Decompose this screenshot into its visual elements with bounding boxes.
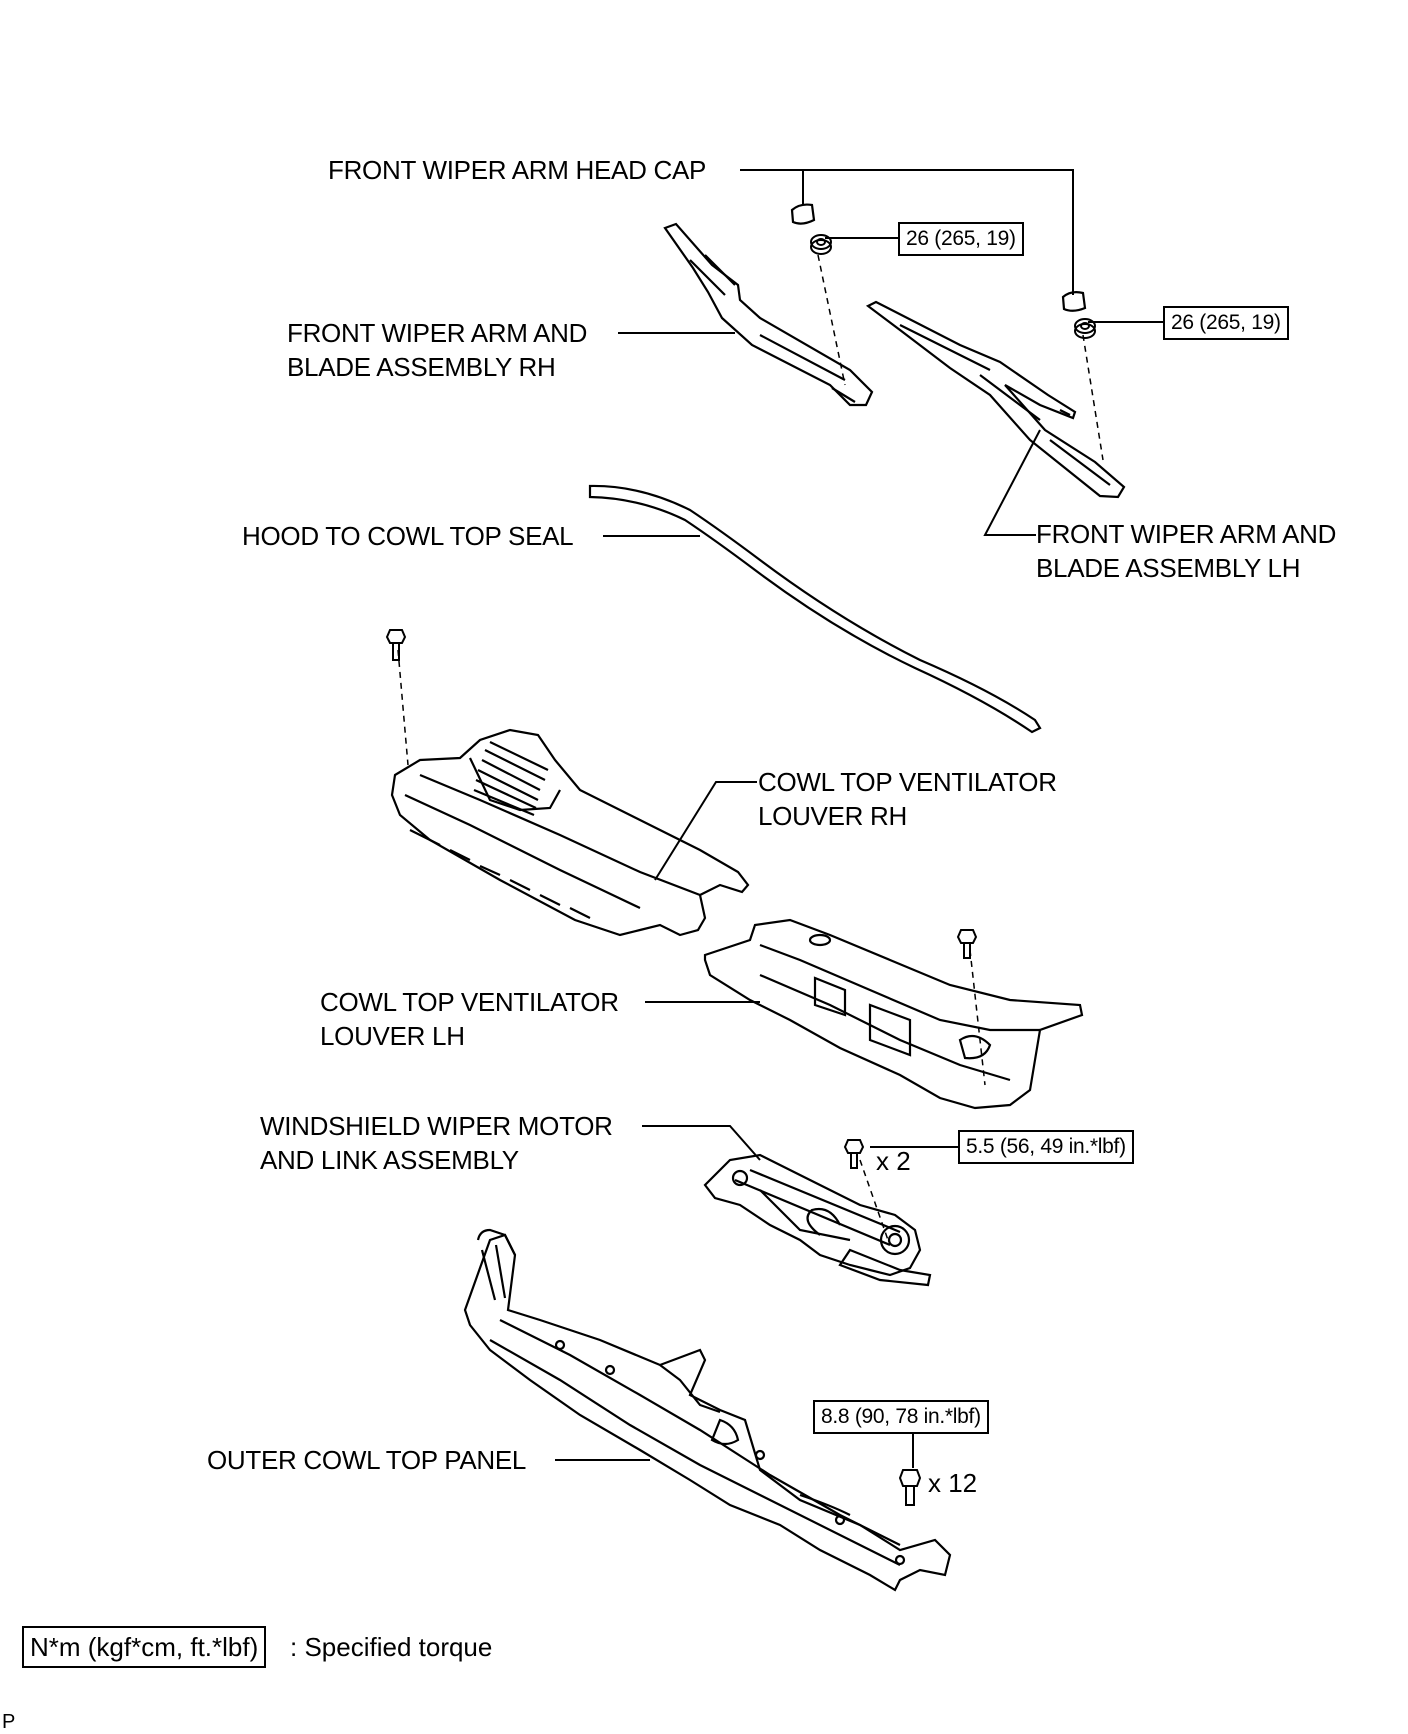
label-arm-rh-line2: BLADE ASSEMBLY RH [287,352,556,382]
bolt-louver-lh-icon [956,929,978,959]
label-arm-lh-line2: BLADE ASSEMBLY LH [1036,553,1301,583]
leader-louver-rh [654,781,757,881]
label-motor-line1: WINDSHIELD WIPER MOTOR [260,1111,613,1141]
cowl-top-ventilator-louver-rh [390,728,750,937]
leader-arm-lh [983,429,1041,536]
label-louver-lh-line2: LOUVER LH [320,1021,465,1051]
quantity-motor-bolt: x 2 [876,1146,911,1176]
leader-lines [555,169,1163,1468]
bolt-louver-rh-icon [385,629,407,661]
label-louver-rh-line1: COWL TOP VENTILATOR [758,767,1057,797]
leader-motor [642,1125,761,1161]
label-arm-rh-line1: FRONT WIPER ARM AND [287,318,588,348]
label-louver-rh-line2: LOUVER RH [758,801,907,831]
bolt-motor-icon [843,1139,865,1169]
corner-mark: P [2,1711,16,1733]
torque-panel: 8.8 (90, 78 in.*lbf) [813,1400,989,1434]
torque-arm-lh: 26 (265, 19) [1163,306,1289,340]
wiper-arm-rh [663,222,874,407]
cowl-top-ventilator-louver-lh [703,918,1084,1110]
label-outer-panel: OUTER COWL TOP PANEL [207,1445,527,1475]
nut-lh-icon [1074,318,1096,339]
outer-cowl-top-panel [463,1228,952,1592]
legend-torque-box: N*m (kgf*cm, ft.*lbf) [22,1626,267,1668]
head-cap-rh-icon [790,203,816,225]
label-motor-line2: AND LINK ASSEMBLY [260,1145,519,1175]
head-cap-lh-icon [1061,291,1087,312]
label-arm-lh-line1: FRONT WIPER ARM AND [1036,519,1337,549]
bolt-outer-panel-icon [898,1469,922,1506]
nut-rh-icon [810,234,832,255]
windshield-wiper-motor-and-link-assembly [703,1153,932,1287]
label-head-cap: FRONT WIPER ARM HEAD CAP [328,155,707,185]
torque-motor: 5.5 (56, 49 in.*lbf) [958,1130,1134,1164]
hood-to-cowl-top-seal [588,484,1042,734]
torque-arm-rh: 26 (265, 19) [898,222,1024,256]
quantity-panel-bolt: x 12 [928,1468,978,1498]
label-louver-lh-line1: COWL TOP VENTILATOR [320,987,619,1017]
wiper-arm-lh [865,300,1126,499]
label-hood-seal: HOOD TO COWL TOP SEAL [242,521,574,551]
legend-torque-text: : Specified torque [290,1632,493,1662]
leader-head-cap [740,169,1074,295]
